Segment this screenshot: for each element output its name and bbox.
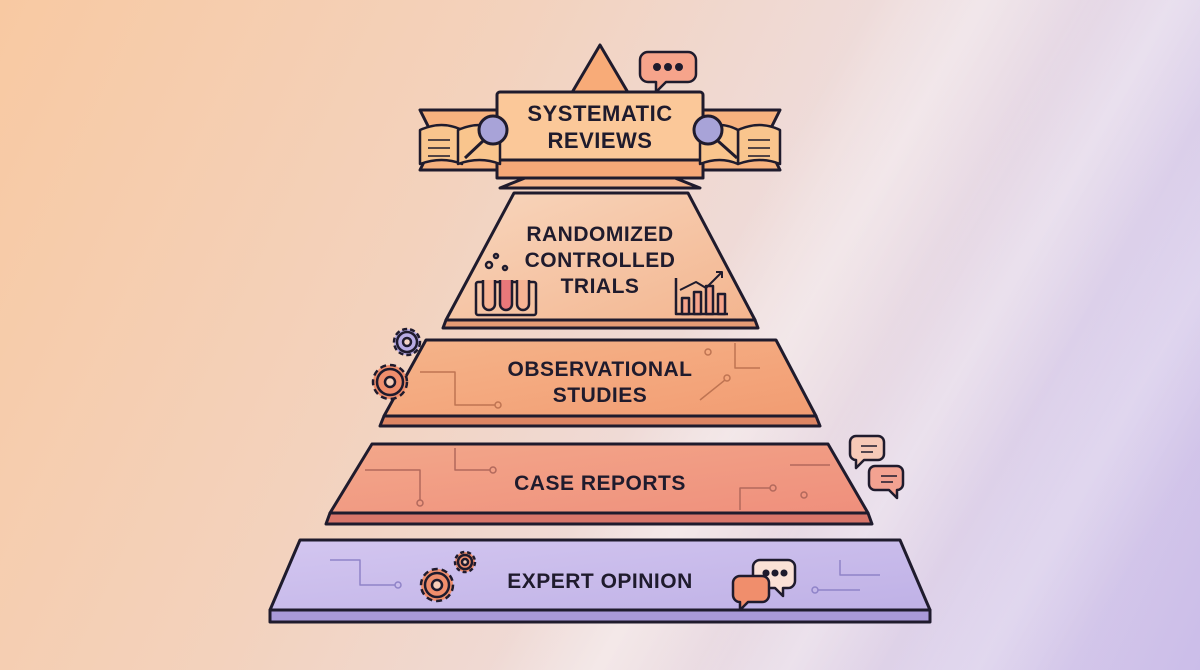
- magnifier-icon: [463, 114, 509, 160]
- test-tubes-icon: [474, 252, 538, 317]
- tier-systematic-reviews: [418, 43, 782, 190]
- speech-bubble-icon: [731, 574, 771, 612]
- circuit-lines-expert: [330, 559, 880, 594]
- speech-bubble-icon: [848, 434, 886, 470]
- tier-label-expert-opinion: EXPERT OPINION: [507, 570, 693, 593]
- tier-label-randomized-controlled-trials: RANDOMIZED CONTROLLED TRIALS: [524, 223, 676, 298]
- circuit-lines-case: [365, 448, 830, 510]
- gear-icon: [392, 327, 422, 357]
- speech-bubble-icon: [867, 464, 905, 500]
- gear-icon: [371, 363, 409, 401]
- open-book-icon: [698, 123, 782, 166]
- tier-label-observational-studies: OBSERVATIONAL STUDIES: [507, 358, 693, 407]
- tier-label-systematic-reviews: SYSTEMATIC REVIEWS: [527, 101, 673, 153]
- speech-bubble-icon: [638, 50, 698, 94]
- tier-observational-studies: [378, 338, 822, 428]
- tier-case-reports: [324, 442, 874, 526]
- circuit-lines-observational: [420, 343, 760, 409]
- magnifier-icon: [692, 114, 739, 160]
- bar-chart-icon: [674, 271, 728, 316]
- gear-icon: [419, 567, 455, 603]
- gear-icon: [453, 550, 477, 574]
- tier-label-case-reports: CASE REPORTS: [514, 472, 686, 495]
